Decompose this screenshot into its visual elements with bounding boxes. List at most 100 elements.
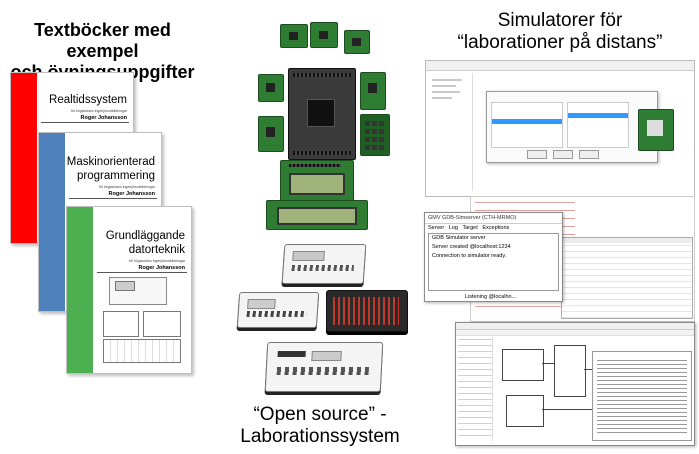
pcb-module <box>280 24 308 48</box>
figure-diagram <box>143 311 181 337</box>
selected-row <box>492 119 562 124</box>
key-icon <box>365 145 370 150</box>
config-dialog <box>486 91 658 163</box>
key-icon <box>379 129 384 134</box>
book-subtitle: för högskolans ingenjörsutbildningar <box>70 109 127 113</box>
schematic-block <box>554 345 586 397</box>
book-title: Realtidssystem <box>49 94 127 106</box>
memory-view <box>592 351 692 441</box>
gdb-server-window: GMV GDB-Simserver (CTH-MRMO) Server Log … <box>424 212 563 302</box>
figure-board-lcd <box>115 281 135 291</box>
main-board <box>288 68 356 160</box>
keypad-module <box>360 114 390 156</box>
register-tabs <box>562 238 692 243</box>
simulators-caption-line2: “laborationer på distans” <box>457 32 663 53</box>
tree-line <box>432 79 462 81</box>
dialog-button[interactable] <box>579 150 599 159</box>
book-spine <box>67 207 93 373</box>
unit-label-bar <box>277 351 306 357</box>
lab-unit-matrix <box>326 290 408 332</box>
pcb-chip <box>266 83 275 92</box>
menu-log[interactable]: Log <box>448 225 458 231</box>
key-icon <box>372 137 377 142</box>
selected-row <box>568 113 628 118</box>
led-matrix <box>333 297 399 325</box>
book-spine <box>39 133 65 311</box>
menu-target[interactable]: Target <box>462 225 478 231</box>
key-icon <box>372 121 377 126</box>
key-icon <box>379 121 384 126</box>
lcd-screen <box>277 207 357 225</box>
lab-system-caption: “Open source” - Laborationssystem <box>225 404 415 448</box>
dialog-button[interactable] <box>553 150 573 159</box>
book-subtitle: för högskolans ingenjörsutbildningar <box>98 185 155 189</box>
wide-lcd-module <box>266 200 368 230</box>
lab-unit <box>236 292 320 328</box>
dialog-list-left <box>491 102 563 148</box>
unit-display <box>247 299 276 309</box>
main-header <box>293 73 351 77</box>
figure-diagram <box>103 339 181 363</box>
key-icon <box>365 137 370 142</box>
key-icon <box>372 129 377 134</box>
pcb-module <box>310 22 338 48</box>
simulators-caption: Simulatorer för “laborationer på distans… <box>440 10 680 54</box>
tree-line <box>432 97 452 99</box>
gdb-log: GDB Simulator server Server created @loc… <box>428 233 559 291</box>
key-icon <box>372 145 377 150</box>
gdb-status: Listening @localho... <box>465 294 517 300</box>
tree-line <box>432 91 460 93</box>
book-author: Roger Johansson <box>138 265 185 271</box>
key-icon <box>365 129 370 134</box>
pcb-module <box>258 116 284 152</box>
book-author: Roger Johansson <box>108 191 155 197</box>
lab-unit <box>264 342 384 392</box>
pcb-module <box>344 30 370 54</box>
gdb-window-title: GMV GDB-Simserver (CTH-MRMO) <box>425 213 562 224</box>
key-icon <box>379 145 384 150</box>
book-rule <box>69 198 157 199</box>
menu-exceptions[interactable]: Exceptions <box>482 225 510 231</box>
menu-server[interactable]: Server <box>428 225 445 231</box>
unit-display <box>311 351 342 361</box>
figure-diagram <box>103 311 139 337</box>
books-caption-line1: Textböcker med exempel <box>34 20 171 61</box>
tree-panel <box>458 337 493 441</box>
schematic-block <box>502 349 544 381</box>
book-grundlaggande: Grundläggande datorteknik för högskolans… <box>66 206 192 374</box>
main-cpu-chip <box>307 99 335 127</box>
dialog-list-right <box>567 102 629 148</box>
simulator-window <box>425 60 695 197</box>
book-title-line1: Maskinorienterad <box>66 156 155 168</box>
unit-leds <box>276 367 369 375</box>
schematic-wire <box>542 363 554 364</box>
schematic-wire <box>584 369 596 370</box>
register-table <box>561 237 693 319</box>
schematic-window <box>455 322 695 446</box>
simulators-caption-line1: Simulatorer för <box>497 10 623 31</box>
unit-leds <box>291 265 354 271</box>
lab-system-caption-line1: “Open source” - <box>253 404 387 425</box>
key-icon <box>379 137 384 142</box>
book-spine <box>11 73 37 243</box>
memory-grid <box>597 360 687 436</box>
lab-system-caption-line2: Laborationssystem <box>240 426 400 447</box>
dialog-button[interactable] <box>527 150 547 159</box>
tree-panel <box>428 73 473 191</box>
window-titlebar <box>426 61 694 71</box>
device-thumbnail <box>638 109 674 151</box>
pcb-chip <box>647 120 663 136</box>
cover-figure <box>101 277 185 365</box>
book-title-line2: datorteknik <box>128 244 185 256</box>
register-grid <box>562 244 692 318</box>
key-icon <box>365 121 370 126</box>
pcb-chip <box>352 38 361 46</box>
book-author: Roger Johansson <box>80 115 127 121</box>
unit-switches <box>246 311 307 317</box>
book-rule <box>41 122 129 123</box>
lcd-header <box>289 164 341 167</box>
book-subtitle: för högskolans ingenjörsutbildningar <box>128 259 185 263</box>
lab-unit <box>281 244 367 284</box>
gdb-log-line: Server created @localhost:1234 <box>432 244 511 250</box>
book-title-line1: Grundläggande <box>105 230 185 242</box>
